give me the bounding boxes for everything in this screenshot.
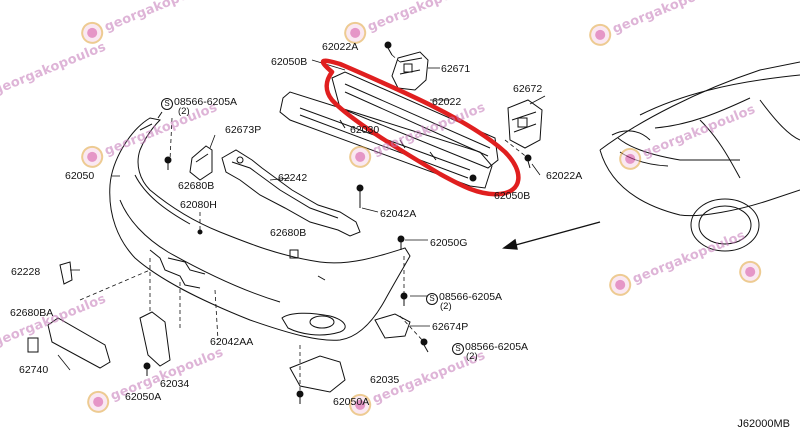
- highlight-ellipse: [320, 58, 521, 197]
- part-label: 62672: [513, 83, 543, 95]
- part-label: 62680BA: [10, 307, 54, 319]
- part-label: 62242: [278, 172, 308, 184]
- part-label: 62022A: [546, 170, 583, 182]
- solid-leaders: [57, 59, 546, 371]
- screw-symbol-icon: S: [426, 293, 438, 305]
- part-label: 62022: [432, 96, 462, 108]
- part-label: 62050B: [271, 56, 308, 68]
- quantity-label: (2): [178, 106, 190, 117]
- leader-lines: [79, 54, 529, 390]
- vehicle-arrow: [502, 221, 601, 250]
- part-label: 62030: [350, 124, 380, 136]
- part-label: 62671: [441, 63, 471, 75]
- part-label: 62080H: [180, 199, 217, 211]
- lower-parts: [27, 261, 411, 393]
- part-label: 62050: [65, 170, 95, 182]
- bracket-62672: [507, 99, 543, 149]
- part-label: 62740: [19, 364, 49, 376]
- part-label: 62050G: [430, 237, 468, 249]
- part-label: 62674P: [432, 321, 469, 333]
- quantity-label: (2): [466, 351, 478, 362]
- part-label: 62680B: [270, 227, 307, 239]
- part-label: 62042A: [380, 208, 417, 220]
- screw-symbol-icon: S: [161, 98, 173, 110]
- part-label: 62035: [370, 374, 400, 386]
- part-label: 62050A: [125, 391, 162, 403]
- part-label: 62673P: [225, 124, 262, 136]
- screw-symbol-icon: S: [452, 343, 464, 355]
- side-bracket-62673P: [189, 145, 213, 181]
- vehicle-outline: [599, 61, 800, 252]
- part-label: 62022A: [322, 41, 359, 53]
- part-label: 62680B: [178, 180, 215, 192]
- part-label: 62050A: [333, 396, 370, 408]
- bolt-icons: [143, 41, 532, 404]
- bracket-62671: [391, 51, 429, 91]
- part-label: 62042AA: [210, 336, 254, 348]
- bumper-fascia: [109, 111, 411, 341]
- part-label: 62228: [11, 266, 41, 278]
- part-label: 62050B: [494, 190, 531, 202]
- bumper-bracket-62242: [221, 149, 361, 237]
- quantity-label: (2): [440, 301, 452, 312]
- diagram-code: J62000MB: [737, 418, 790, 430]
- part-label: 62034: [160, 378, 190, 390]
